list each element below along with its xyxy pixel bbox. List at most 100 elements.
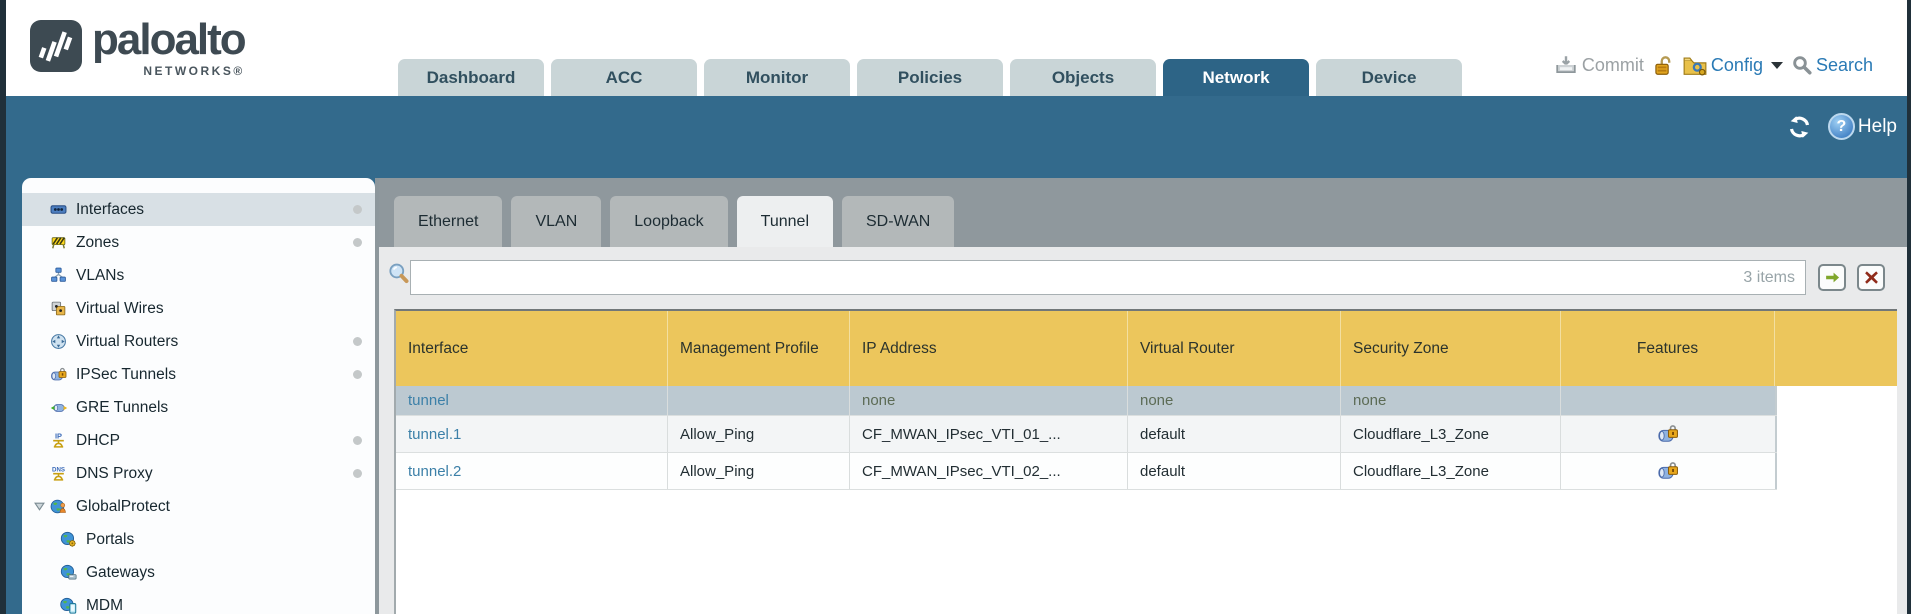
- sidebar-item-globalprotect[interactable]: GlobalProtect: [22, 490, 375, 523]
- config-icon: [1683, 57, 1707, 75]
- window-right-border: [1907, 0, 1911, 614]
- help-label: Help: [1857, 115, 1897, 137]
- sidebar-item-label: Virtual Wires: [76, 299, 164, 317]
- subtab-ethernet[interactable]: Ethernet: [394, 196, 503, 247]
- interface-link[interactable]: tunnel.1: [408, 425, 462, 443]
- red-x-icon: [1864, 271, 1878, 284]
- expand-collapse-icon[interactable]: [28, 501, 50, 512]
- dns-proxy-icon: DNS: [50, 465, 69, 482]
- table-header-row: Interface Management Profile IP Address …: [396, 311, 1897, 386]
- paloalto-logo: paloalto NETWORKS®: [30, 14, 247, 78]
- sidebar-item-gateways[interactable]: Gateways: [22, 556, 375, 589]
- help-button[interactable]: ? Help: [1827, 113, 1897, 140]
- sidebar-item-dns-proxy[interactable]: DNS DNS Proxy: [22, 457, 375, 490]
- sidebar-item-label: DHCP: [76, 431, 120, 449]
- commit-button[interactable]: Commit: [1555, 55, 1644, 76]
- subtab-sdwan[interactable]: SD-WAN: [842, 196, 955, 247]
- sidebar-item-label: Virtual Routers: [76, 332, 179, 350]
- help-icon: ?: [1827, 113, 1855, 140]
- sidebar-item-interfaces[interactable]: Interfaces: [22, 193, 375, 226]
- cell-virtual-router: none: [1128, 386, 1341, 415]
- column-header-interface[interactable]: Interface: [396, 311, 668, 386]
- paloalto-logo-icon: [30, 20, 82, 72]
- subtab-strip: Ethernet VLAN Loopback Tunnel SD-WAN: [379, 178, 1907, 247]
- sidebar-item-zones[interactable]: Zones: [22, 226, 375, 259]
- gateways-icon: [60, 564, 79, 581]
- status-dot: [353, 370, 362, 379]
- top-header: paloalto NETWORKS® Dashboard ACC Monitor…: [6, 0, 1907, 96]
- sidebar-item-gre-tunnels[interactable]: GRE Tunnels: [22, 391, 375, 424]
- tab-policies[interactable]: Policies: [857, 59, 1003, 96]
- commit-icon: [1556, 56, 1576, 74]
- apply-filter-button[interactable]: [1818, 264, 1846, 291]
- tab-network[interactable]: Network: [1163, 59, 1309, 96]
- filter-input[interactable]: 3 items: [410, 260, 1806, 295]
- config-menu-button[interactable]: Config: [1683, 55, 1783, 76]
- search-button[interactable]: Search: [1792, 55, 1873, 76]
- sidebar-item-ipsec-tunnels[interactable]: IPSec Tunnels: [22, 358, 375, 391]
- content-area: Ethernet VLAN Loopback Tunnel SD-WAN 3 i…: [379, 178, 1907, 614]
- dhcp-icon: IP: [50, 432, 69, 449]
- status-dot: [353, 238, 362, 247]
- table-row[interactable]: tunnel.2 Allow_Ping CF_MWAN_IPsec_VTI_02…: [396, 453, 1777, 490]
- virtual-routers-icon: [50, 333, 69, 350]
- globalprotect-icon: [50, 498, 69, 515]
- column-header-virtual-router[interactable]: Virtual Router: [1128, 311, 1341, 386]
- green-arrow-icon: [1825, 272, 1839, 283]
- cell-virtual-router: default: [1128, 453, 1341, 489]
- column-header-management-profile[interactable]: Management Profile: [668, 311, 850, 386]
- refresh-icon[interactable]: [1786, 115, 1813, 139]
- cell-ip-address: none: [850, 386, 1128, 415]
- cell-security-zone: Cloudflare_L3_Zone: [1341, 416, 1561, 452]
- status-dot: [353, 469, 362, 478]
- sidebar-item-label: GRE Tunnels: [76, 398, 169, 416]
- brand-sub-wordmark: NETWORKS®: [143, 64, 245, 78]
- status-dot: [353, 205, 362, 214]
- sidebar-item-label: Interfaces: [76, 200, 145, 218]
- sidebar-item-label: Zones: [76, 233, 120, 251]
- cell-features: [1561, 453, 1777, 489]
- zones-icon: [50, 234, 69, 251]
- sidebar-item-dhcp[interactable]: IP DHCP: [22, 424, 375, 457]
- gre-tunnels-icon: [50, 400, 69, 416]
- subtab-loopback[interactable]: Loopback: [610, 196, 728, 247]
- subtab-tunnel[interactable]: Tunnel: [736, 196, 833, 247]
- brand-wordmark: paloalto: [92, 15, 247, 64]
- tab-objects[interactable]: Objects: [1010, 59, 1156, 96]
- column-header-features[interactable]: Features: [1561, 311, 1775, 386]
- subtab-vlan[interactable]: VLAN: [511, 196, 602, 247]
- sidebar-item-virtual-wires[interactable]: Virtual Wires: [22, 292, 375, 325]
- lock-icon[interactable]: [1653, 55, 1674, 76]
- ipsec-lock-icon: [1657, 461, 1678, 479]
- table-row[interactable]: tunnel none none none: [396, 386, 1777, 416]
- header-actions: Commit Config: [1555, 46, 1873, 84]
- tab-acc[interactable]: ACC: [551, 59, 697, 96]
- status-dot: [353, 436, 362, 445]
- clear-filter-button[interactable]: [1857, 264, 1885, 291]
- interface-link[interactable]: tunnel.2: [408, 462, 462, 480]
- sidebar-item-vlans[interactable]: VLANs: [22, 259, 375, 292]
- cell-management-profile: Allow_Ping: [668, 416, 850, 452]
- table-row[interactable]: tunnel.1 Allow_Ping CF_MWAN_IPsec_VTI_01…: [396, 416, 1777, 453]
- sidebar-item-virtual-routers[interactable]: Virtual Routers: [22, 325, 375, 358]
- cell-features: [1561, 416, 1777, 452]
- sidebar-item-mdm[interactable]: MDM: [22, 589, 375, 614]
- ipsec-lock-icon: [1657, 424, 1678, 442]
- status-dot: [353, 337, 362, 346]
- column-header-security-zone[interactable]: Security Zone: [1341, 311, 1561, 386]
- tab-dashboard[interactable]: Dashboard: [398, 59, 544, 96]
- sidebar-item-portals[interactable]: Portals: [22, 523, 375, 556]
- cell-ip-address: CF_MWAN_IPsec_VTI_02_...: [850, 453, 1128, 489]
- config-caret-icon: [1770, 61, 1783, 69]
- tab-monitor[interactable]: Monitor: [704, 59, 850, 96]
- utility-bar: ? Help: [1786, 113, 1897, 140]
- sidebar-item-label: Portals: [86, 530, 135, 548]
- filter-search-icon: [387, 262, 410, 290]
- tab-device[interactable]: Device: [1316, 59, 1462, 96]
- sidebar-item-label: IPSec Tunnels: [76, 365, 176, 383]
- column-header-ip-address[interactable]: IP Address: [850, 311, 1128, 386]
- interfaces-icon: [50, 201, 69, 218]
- sidebar-divider: [375, 178, 379, 614]
- interface-link[interactable]: tunnel: [408, 392, 449, 409]
- content-body: 3 items Interface Management Profile IP …: [379, 247, 1907, 614]
